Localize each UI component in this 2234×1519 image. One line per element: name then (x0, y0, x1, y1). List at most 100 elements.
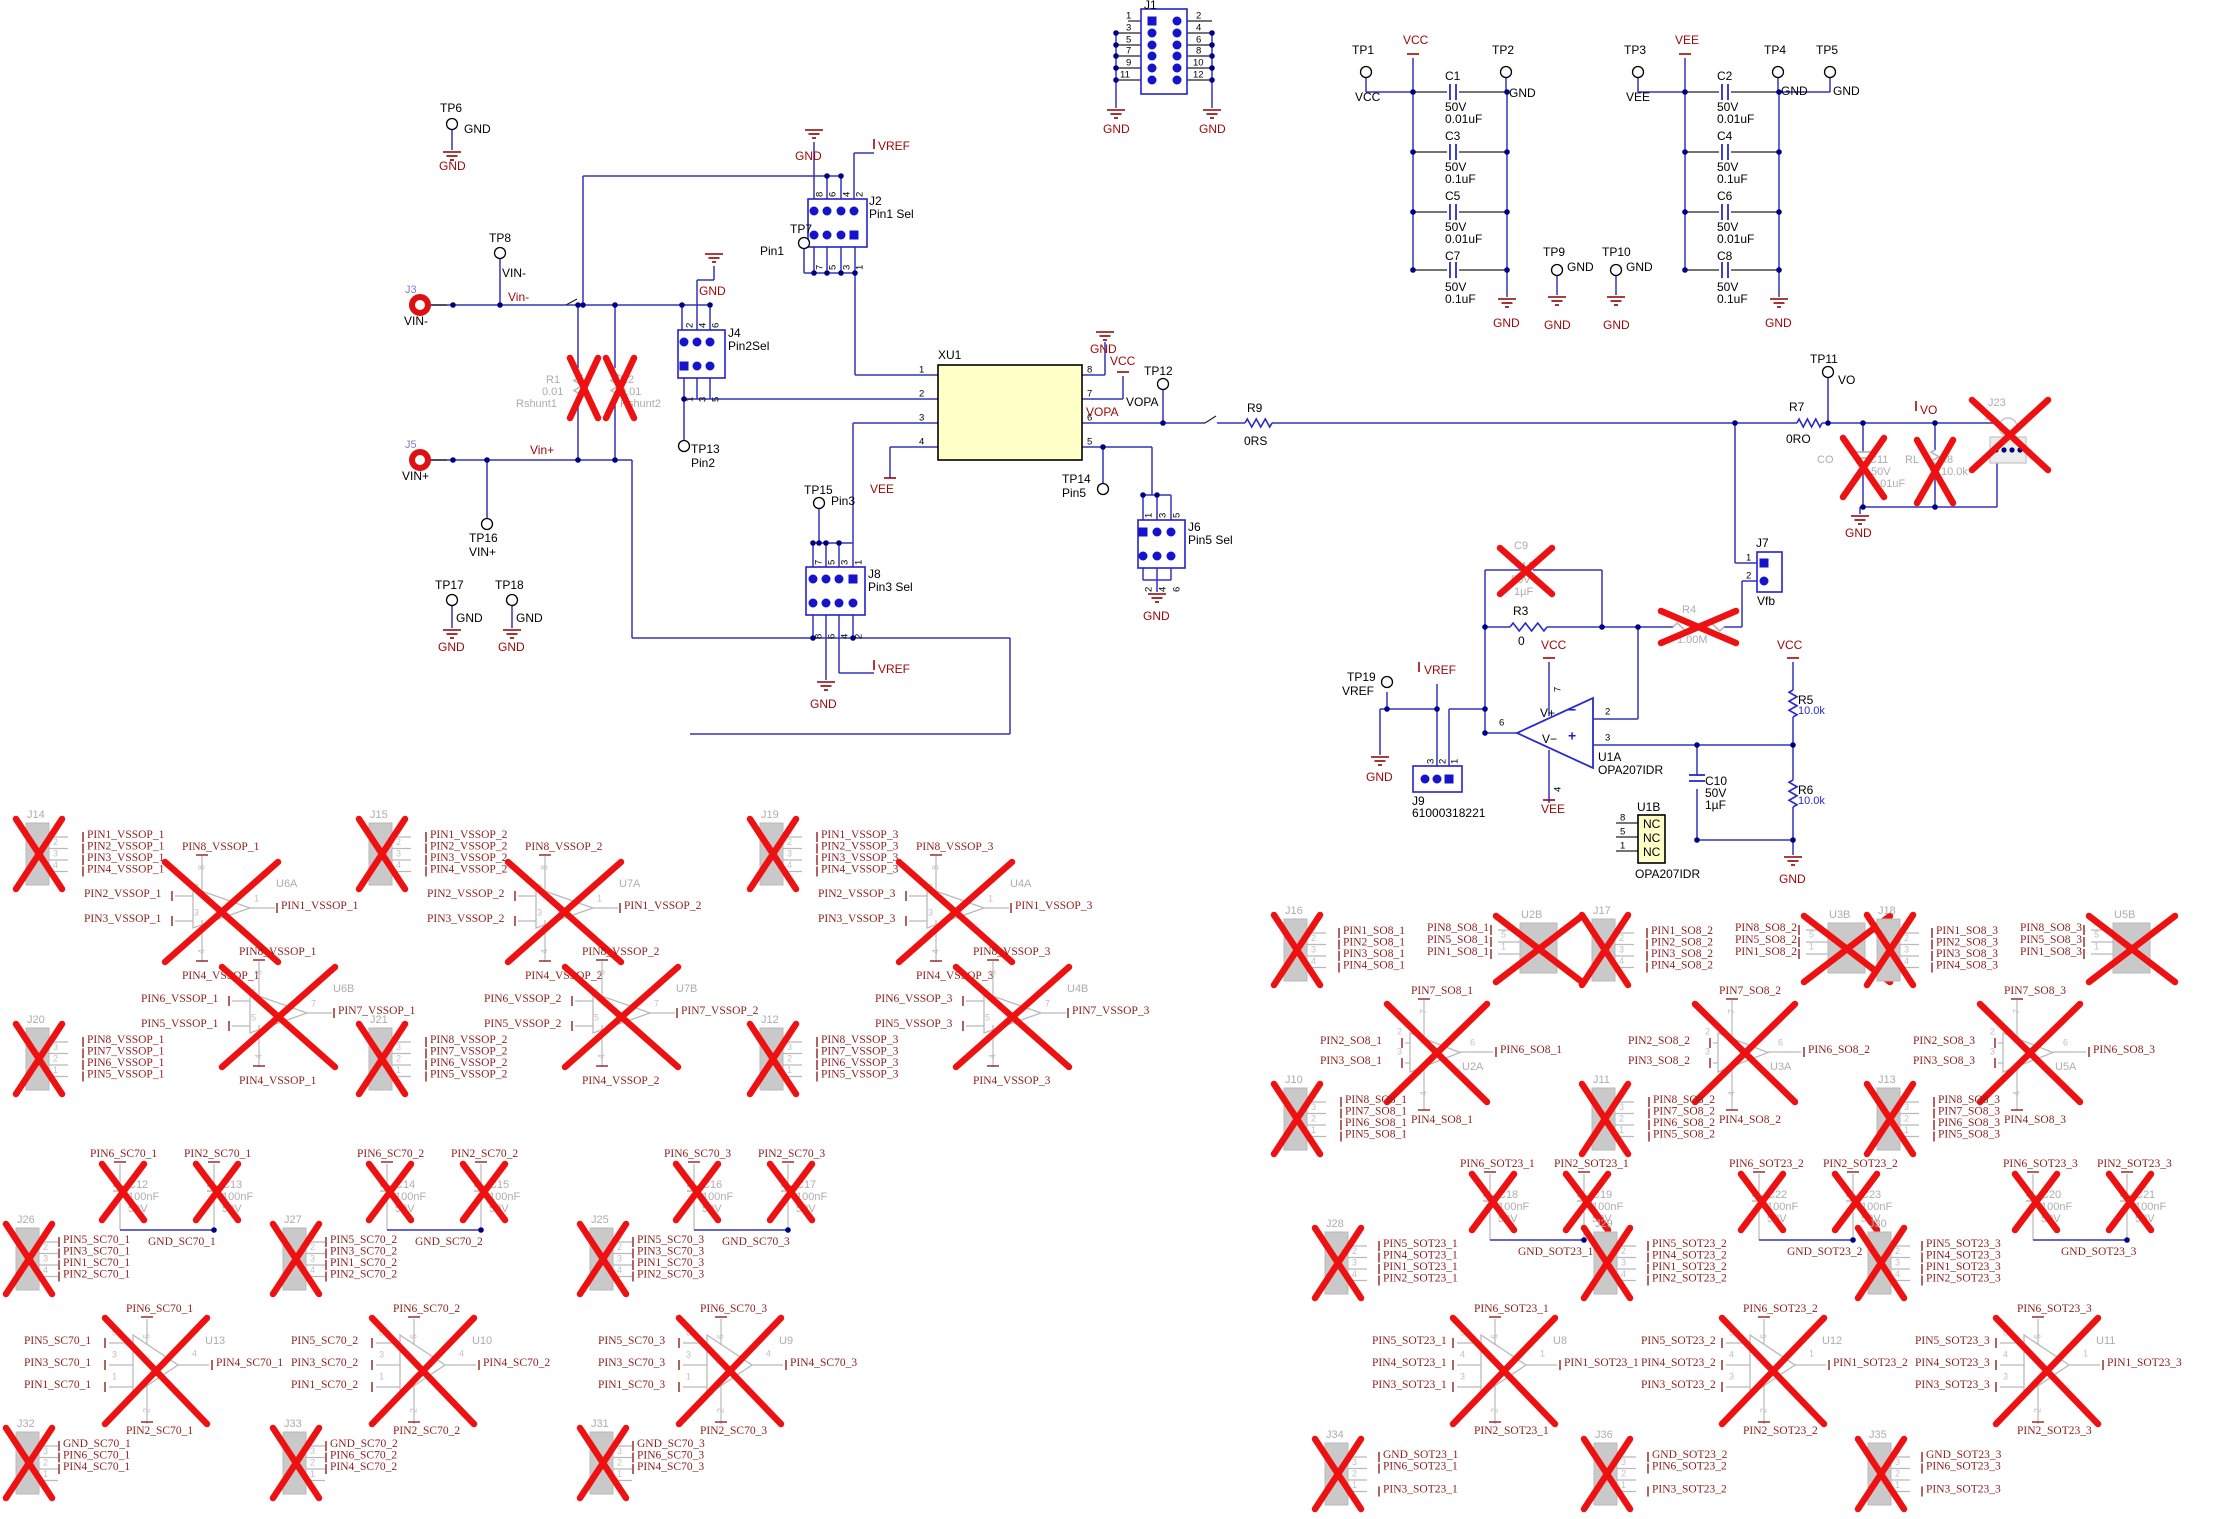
resistor[interactable] (1787, 779, 1799, 808)
dnp-x-mark (365, 1160, 415, 1224)
label-8: 8 (814, 192, 825, 197)
testpoint-TP17[interactable] (445, 593, 459, 607)
label-CO: CO (1817, 454, 1834, 466)
label-8: 8 (539, 865, 549, 870)
testpoint-TP16[interactable] (480, 517, 494, 531)
label-8: 8 (930, 865, 940, 870)
testpoint-TP2[interactable] (1499, 65, 1513, 79)
testpoint-TP12[interactable] (1156, 377, 1170, 391)
label-PIN7_SO8_1: PIN7_SO8_1 (1345, 1106, 1407, 1118)
input-jack[interactable] (409, 294, 431, 316)
header-J7[interactable] (1756, 551, 1783, 593)
opamp-dnp[interactable] (249, 992, 309, 1034)
testpoint-TP14[interactable] (1096, 482, 1110, 496)
label-PIN8_SO8_3: PIN8_SO8_3 (1938, 1094, 2000, 1106)
junction-dot (1434, 706, 1440, 712)
ref-J20: J20 (27, 1014, 45, 1026)
label-PIN2_SOT23_2: PIN2_SOT23_2 (1823, 1158, 1898, 1170)
opamp-dnp[interactable] (2002, 1032, 2055, 1073)
opamp-U1A[interactable] (1514, 696, 1594, 770)
junction-dot (497, 302, 503, 308)
label-PIN4_SOT23_1: PIN4_SOT23_1 (1372, 1357, 1447, 1369)
label-PIN6_SC70_3: PIN6_SC70_3 (637, 1450, 704, 1462)
label-C8: C8 (1717, 249, 1733, 263)
opamp-dnp[interactable] (535, 887, 595, 929)
input-jack[interactable] (409, 449, 431, 471)
label-PIN4_SC70_1: PIN4_SC70_1 (216, 1357, 283, 1369)
opamp-dnp[interactable] (1717, 1032, 1770, 1073)
label-0-1uF: 0.1uF (1445, 172, 1476, 186)
chip-XU1[interactable] (937, 364, 1083, 461)
dnp-x-mark (12, 1020, 66, 1098)
label-GND_SC70_2: GND_SC70_2 (415, 1236, 483, 1248)
label-100nF: 100nF (489, 1191, 520, 1203)
label-8: 8 (196, 865, 206, 870)
label-3: 3 (2003, 1371, 2008, 1381)
opamp-dnp[interactable] (983, 992, 1043, 1034)
label-PIN6_SC70_3: PIN6_SC70_3 (700, 1303, 767, 1315)
junction-dot (1160, 420, 1166, 426)
resistor[interactable] (1244, 417, 1273, 429)
label-PIN6_SC70_2: PIN6_SC70_2 (357, 1148, 424, 1160)
label-PIN6_SO8_3: PIN6_SO8_3 (2093, 1044, 2155, 1056)
header-J2[interactable] (807, 198, 868, 248)
ref-U10: U10 (472, 1335, 492, 1347)
opamp-dnp[interactable] (1409, 1032, 1462, 1073)
resistor[interactable] (1787, 689, 1799, 718)
label-5: 5 (2094, 929, 2099, 939)
testpoint-TP10[interactable] (1609, 263, 1623, 277)
label-3: 3 (617, 1446, 622, 1456)
testpoint-TP15[interactable] (812, 496, 826, 510)
label-100nF: 100nF (2135, 1201, 2166, 1213)
label-OPA207IDR: OPA207IDR (1635, 867, 1700, 881)
junction-dot (1410, 267, 1416, 273)
testpoint-TP13[interactable] (677, 439, 691, 453)
testpoint-TP3[interactable] (1631, 65, 1645, 79)
testpoint-TP6[interactable] (445, 117, 459, 131)
label-PIN1_SC70_2: PIN1_SC70_2 (330, 1257, 397, 1269)
label-1: 1 (396, 1065, 401, 1075)
label-2: 2 (1196, 10, 1201, 21)
junction-dot (450, 457, 456, 463)
chip-U1B[interactable] (1637, 814, 1666, 864)
testpoint-TP5[interactable] (1823, 65, 1837, 79)
header-J6[interactable] (1137, 519, 1186, 569)
testpoint-TP9[interactable] (1550, 263, 1564, 277)
testpoint-TP4[interactable] (1771, 65, 1785, 79)
junction-dot (1860, 420, 1866, 426)
junction-dot (1209, 53, 1215, 59)
junction-dot (1113, 65, 1119, 71)
testpoint-TP1[interactable] (1359, 65, 1373, 79)
connector-U2B[interactable] (1519, 922, 1558, 974)
opamp-dnp[interactable] (592, 992, 652, 1034)
label-PIN3_VSSOP_1: PIN3_VSSOP_1 (84, 913, 162, 925)
label-GND: GND (1833, 84, 1860, 98)
junction-dot (1482, 706, 1488, 712)
ref-U7A: U7A (619, 878, 641, 890)
dnp-x-mark (766, 1160, 816, 1224)
resistor[interactable] (1796, 417, 1823, 429)
resistor[interactable] (1509, 621, 1548, 633)
dnp-x-mark (218, 963, 339, 1071)
dnp-x-mark (1913, 436, 1957, 507)
testpoint-TP7[interactable] (797, 236, 811, 250)
opamp-dnp[interactable] (192, 887, 252, 929)
testpoint-TP18[interactable] (505, 593, 519, 607)
label-PIN5_SC70_3: PIN5_SC70_3 (637, 1234, 704, 1246)
label-PIN6_SO8_1: PIN6_SO8_1 (1345, 1117, 1407, 1129)
label-PIN3_VSSOP_3: PIN3_VSSOP_3 (818, 913, 896, 925)
ref-J27: J27 (284, 1214, 302, 1226)
header-J8[interactable] (805, 566, 866, 616)
opamp-dnp[interactable] (926, 887, 986, 929)
testpoint-TP8[interactable] (493, 246, 507, 260)
testpoint-TP11[interactable] (1821, 365, 1835, 379)
header-pin (1152, 551, 1162, 561)
label-PIN7_VSSOP_3: PIN7_VSSOP_3 (1072, 1005, 1150, 1017)
testpoint-TP19[interactable] (1380, 675, 1394, 689)
label-4: 4 (310, 1265, 315, 1275)
junction-dot (1209, 77, 1215, 83)
header-J4[interactable] (677, 329, 726, 379)
label-GND: GND (1765, 316, 1792, 330)
